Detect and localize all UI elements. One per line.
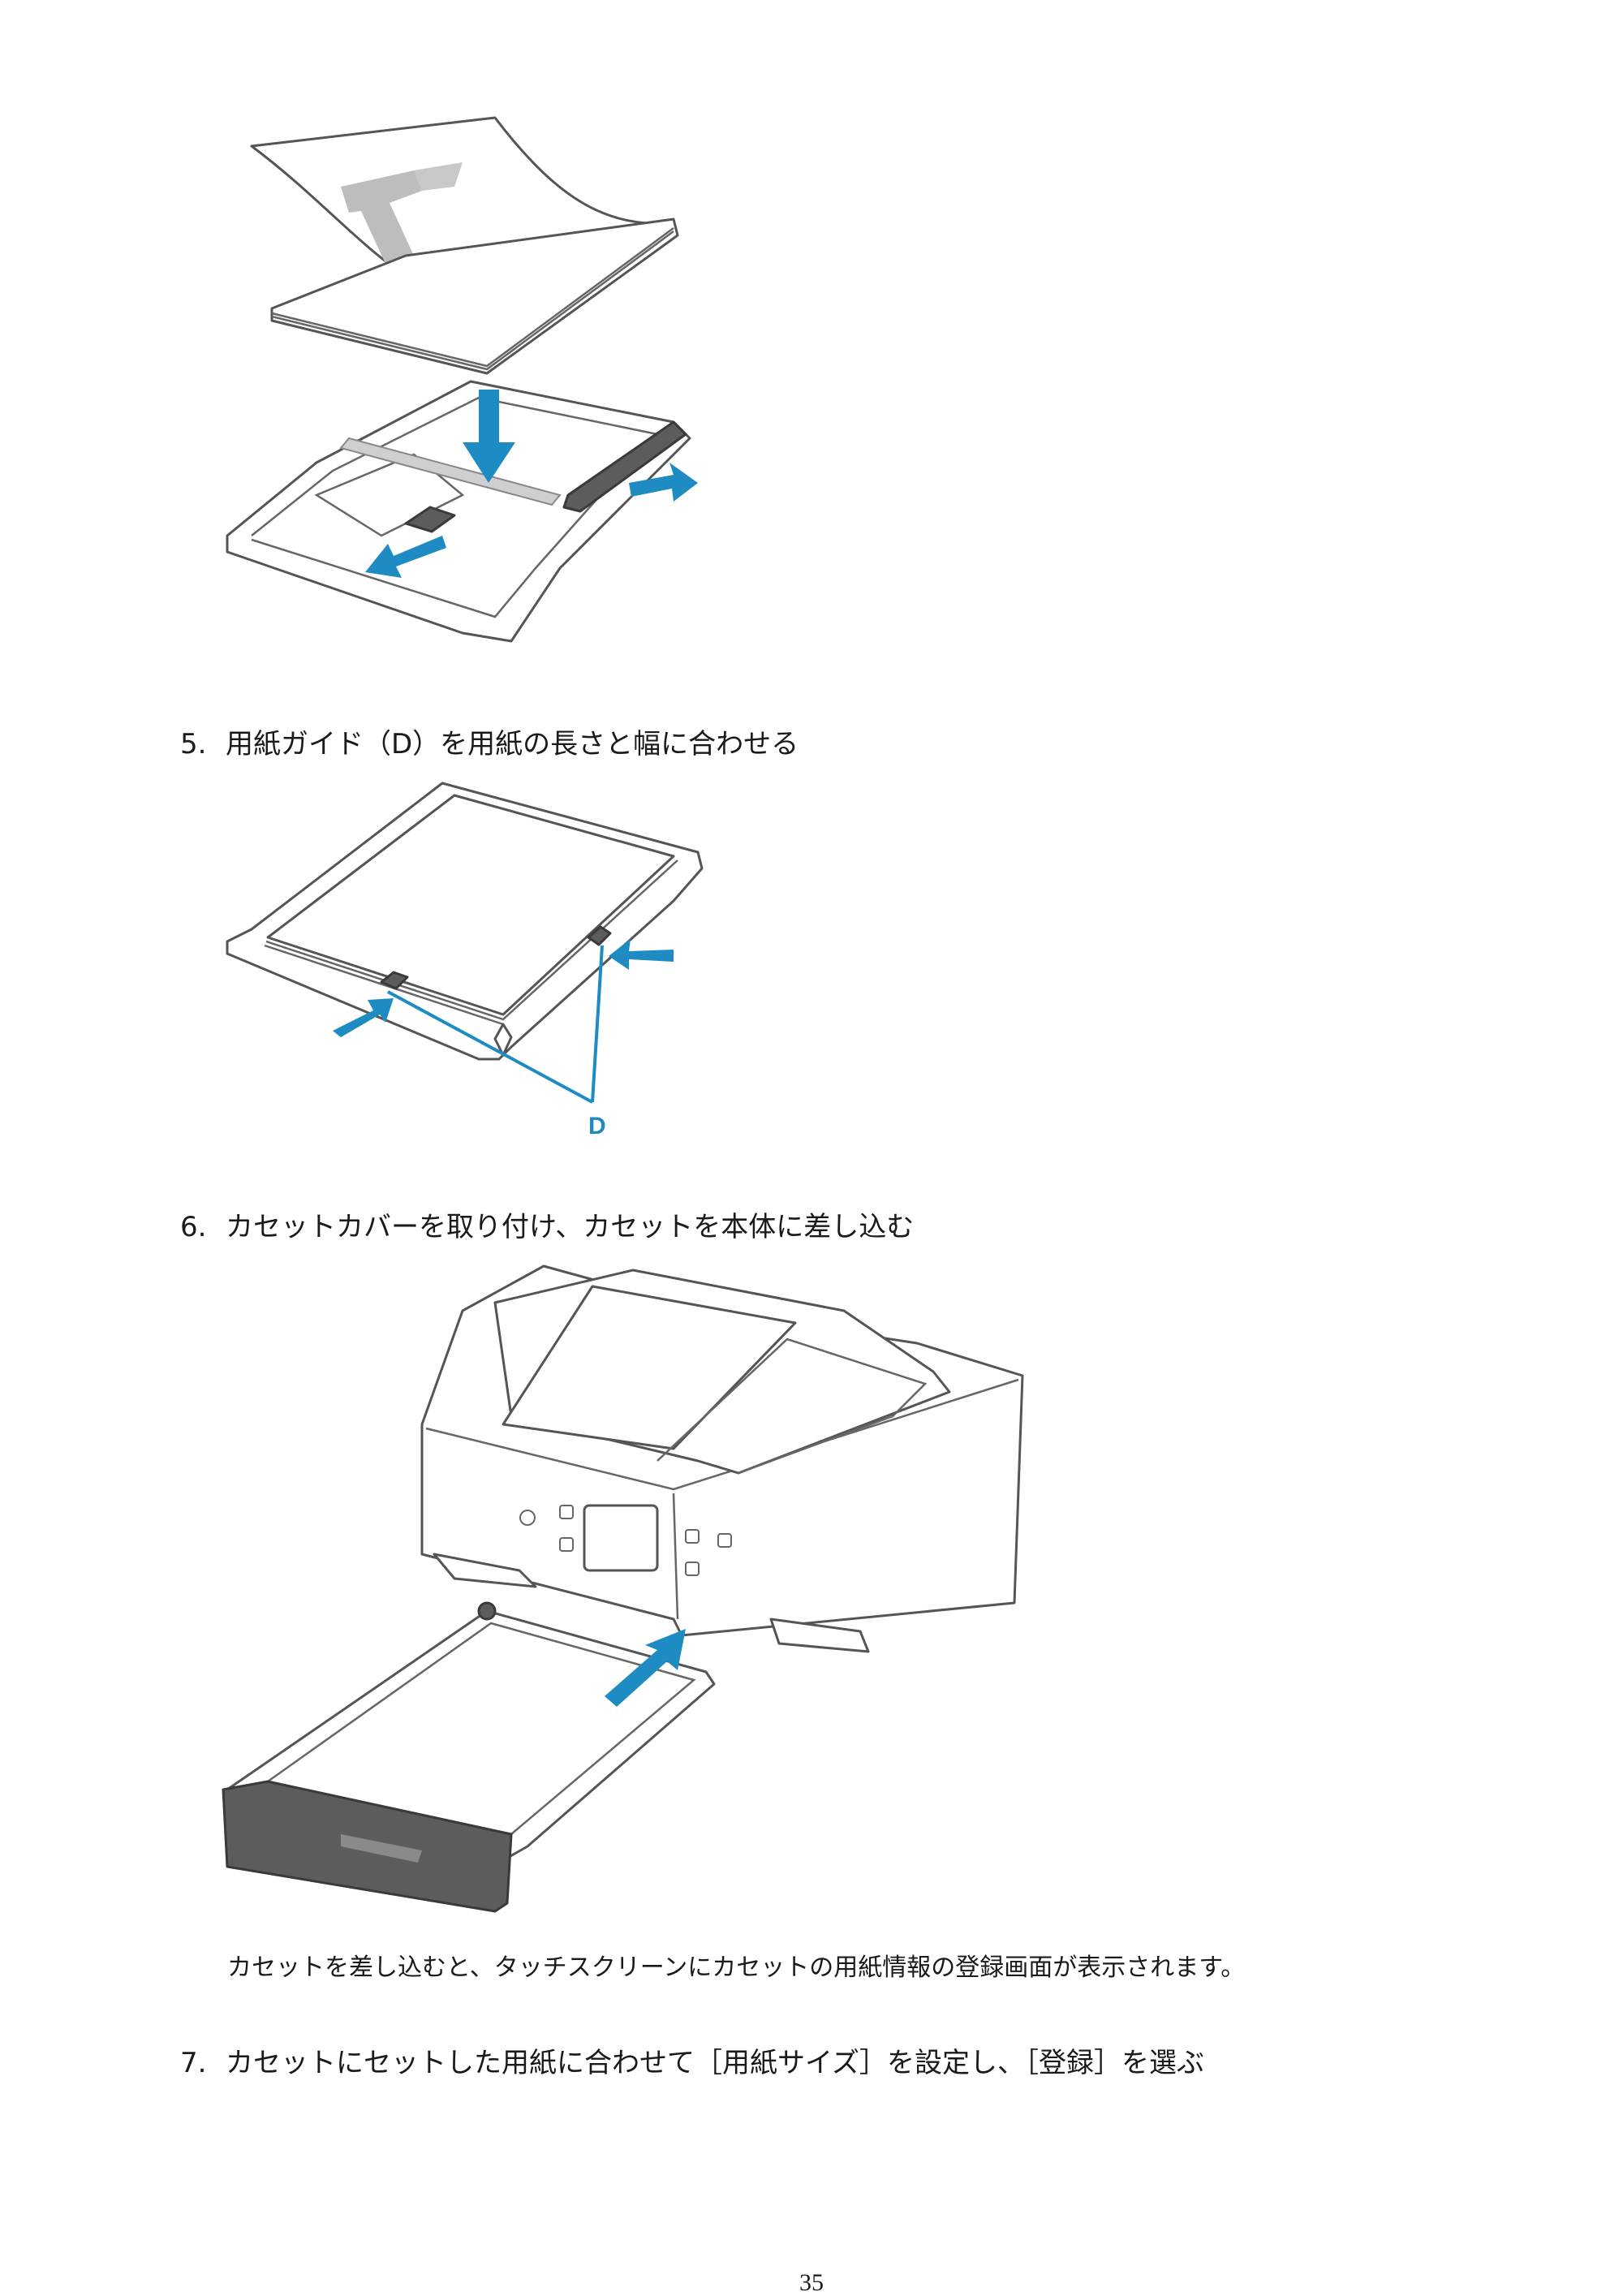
- page-number: 35: [799, 2269, 824, 2296]
- step-text: 用紙ガイド（D）を用紙の長さと幅に合わせる: [226, 728, 799, 760]
- step-7: 7. カセットにセットした用紙に合わせて［用紙サイズ］を設定し、［登録］を選ぶ: [180, 2045, 1204, 2081]
- step-5: 5. 用紙ガイド（D）を用紙の長さと幅に合わせる: [180, 726, 799, 762]
- callout-label-d: D: [588, 1113, 606, 1139]
- step-6: 6. カセットカバーを取り付け、カセットを本体に差し込む: [180, 1209, 914, 1245]
- figure-insert-cassette: [222, 1264, 1024, 1913]
- figure-adjust-guides: D: [226, 782, 704, 1139]
- step-text: カセットにセットした用紙に合わせて［用紙サイズ］を設定し、［登録］を選ぶ: [226, 2047, 1204, 2079]
- step-number: 5.: [180, 728, 207, 760]
- step-number: 7.: [180, 2047, 207, 2079]
- step-text: カセットカバーを取り付け、カセットを本体に差し込む: [226, 1211, 915, 1243]
- note-text: カセットを差し込むと、タッチスクリーンにカセットの用紙情報の登録画面が表示されま…: [227, 1954, 1246, 1982]
- figure-load-paper: [226, 116, 698, 643]
- step-number: 6.: [180, 1211, 207, 1243]
